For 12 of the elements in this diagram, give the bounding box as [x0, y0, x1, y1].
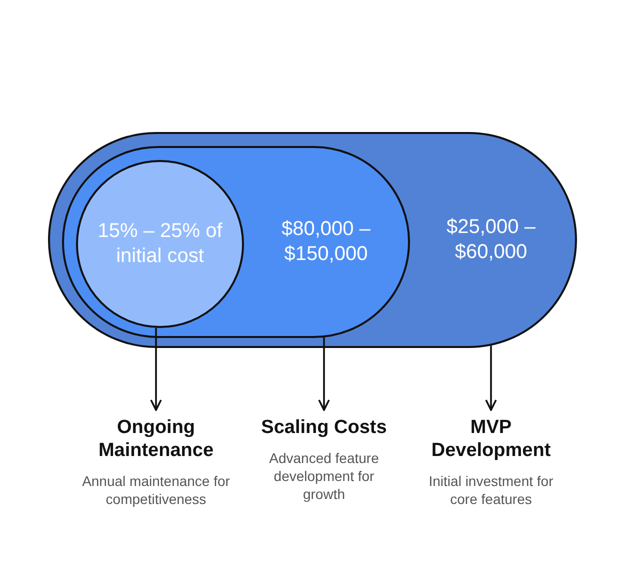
amount-text: 15% – 25% of initial cost [96, 219, 224, 269]
item-heading: Ongoing Maintenance [97, 416, 215, 462]
arrow [318, 337, 330, 411]
arrow [150, 328, 162, 411]
amount-text: $80,000 – $150,000 [280, 217, 372, 267]
item-description: Annual maintenance for competitiveness [81, 472, 231, 508]
item-description: Advanced feature development for growth [268, 449, 380, 503]
amount-text: $25,000 – $60,000 [446, 215, 536, 265]
item-heading: Scaling Costs [260, 416, 388, 439]
item-heading: MVP Development [430, 416, 552, 462]
arrow [485, 346, 497, 411]
item-description: Initial investment for core features [428, 472, 554, 508]
